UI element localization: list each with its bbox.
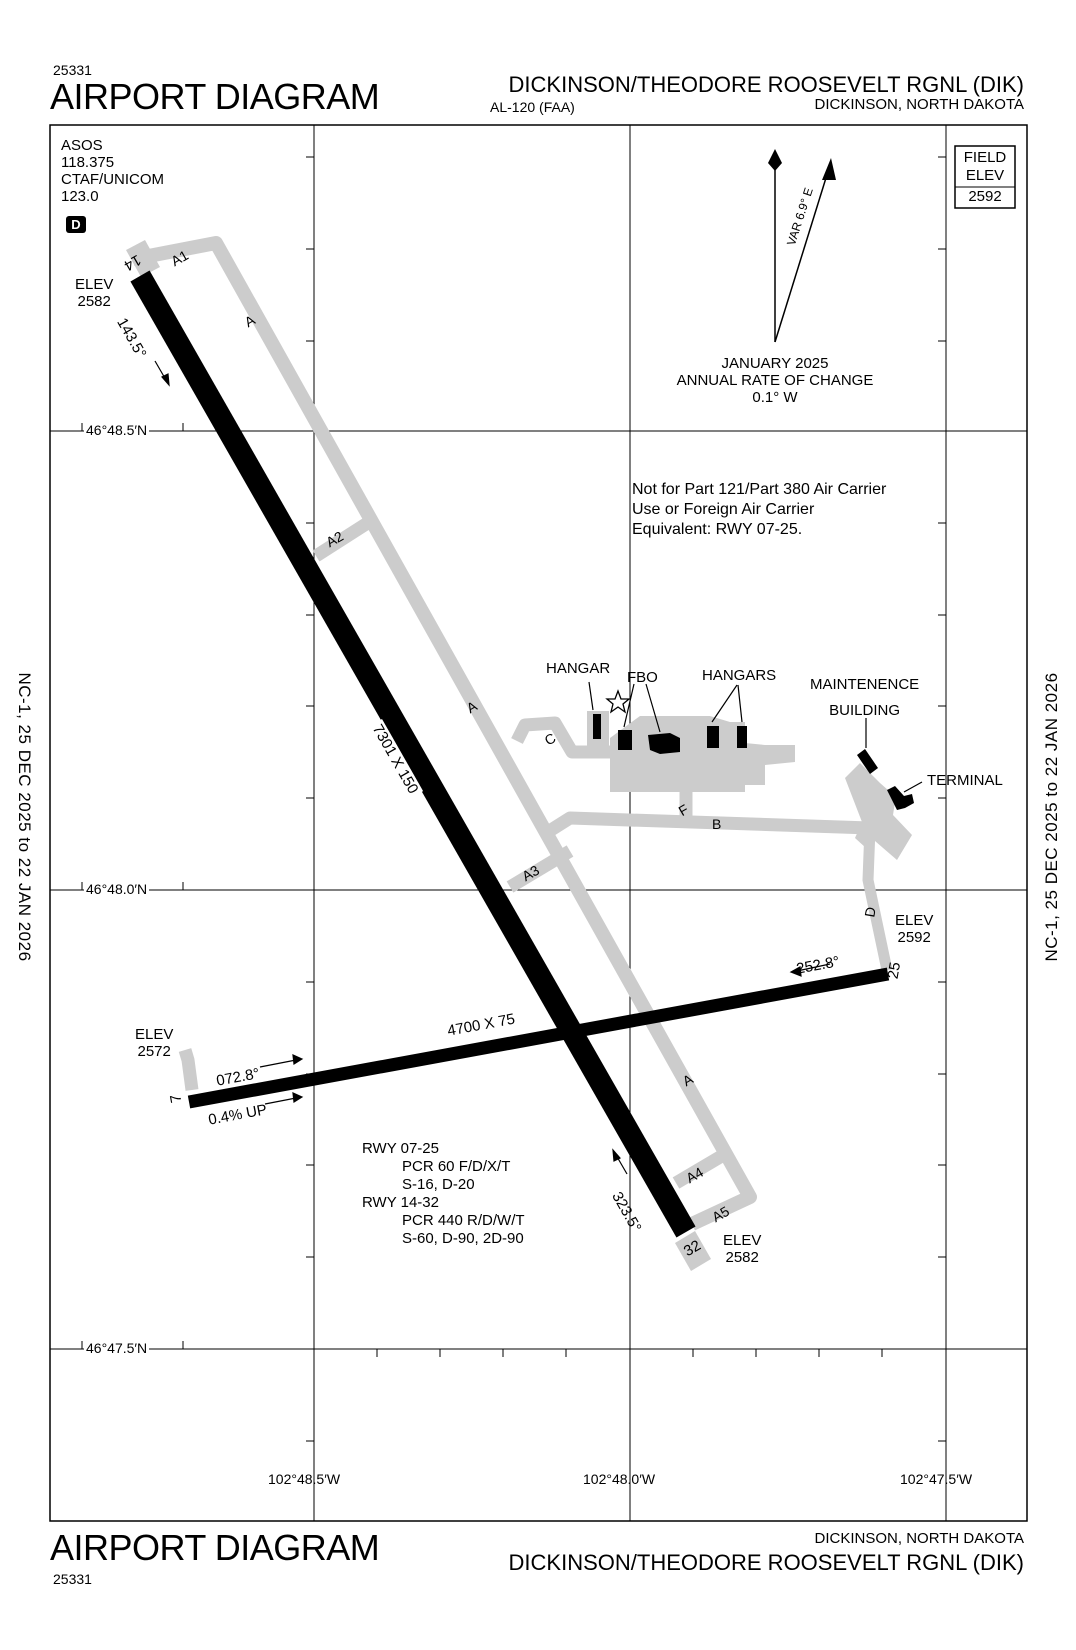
runway-14-32: [130, 270, 696, 1238]
airport-name-bottom: DICKINSON/THEODORE ROOSEVELT RGNL (DIK): [508, 1550, 1024, 1575]
elev-25: ELEV 2592: [895, 912, 933, 946]
fbo-apron: [610, 716, 795, 792]
city-state-bottom: DICKINSON, NORTH DAKOTA: [814, 1530, 1024, 1547]
maintenance-building: [857, 749, 878, 774]
leader-lines: [588, 681, 923, 793]
elev-32-label: ELEV: [723, 1232, 762, 1249]
elev-7-value: 2572: [137, 1043, 171, 1060]
elev-14-value: 2582: [77, 293, 111, 310]
pcr-block: RWY 07-25 PCR 60 F/D/X/T S-16, D-20 RWY …: [362, 1140, 525, 1248]
longitude-1: 102°48.5′W: [268, 1471, 341, 1487]
latitude-2: 46°48.0′N: [84, 881, 150, 897]
fbo-label: FBO: [627, 669, 658, 686]
ctaf-frequency: 123.0: [61, 188, 99, 205]
maintenance-label: MAINTENENCE BUILDING: [810, 672, 919, 724]
airspace-class-badge: D: [66, 216, 86, 233]
field-elev-box: [954, 145, 1016, 209]
terminal-apron: [845, 763, 912, 860]
taxiway-b: [547, 811, 871, 836]
latitude-1: 46°48.5′N: [84, 422, 150, 438]
hangar-building-3: [737, 726, 747, 748]
longitude-3: 102°47.5′W: [900, 1471, 973, 1487]
buildings: [593, 714, 914, 810]
beacon-star-icon: [605, 689, 631, 714]
field-elev-value: 2592: [968, 188, 1002, 205]
taxiway-a2: [312, 518, 370, 562]
pad-14: [126, 240, 160, 277]
runway-end-pads: [126, 240, 711, 1271]
north-arrow: [768, 149, 836, 343]
pcr-rwy-14-32-value: PCR 440 R/D/W/T: [402, 1212, 525, 1229]
elev-7: ELEV 2572: [135, 1026, 173, 1060]
pcr-rwy-14-32-gear: S-60, D-90, 2D-90: [402, 1230, 524, 1247]
mag-rate-block: JANUARY 2025 ANNUAL RATE OF CHANGE 0.1° …: [660, 355, 890, 406]
elev-32: ELEV 2582: [723, 1232, 761, 1266]
taxiway-a4: [672, 1151, 724, 1189]
heading-arrows: [154, 360, 831, 1175]
field-elev-line1: FIELD: [963, 149, 1007, 166]
asos-label: ASOS: [61, 137, 103, 154]
comms-block: ASOS 118.375 CTAF/UNICOM 123.0: [61, 137, 164, 205]
taxiway-a: [131, 236, 757, 1231]
field-elev-labels: FIELD ELEV: [955, 149, 1015, 185]
mag-date: JANUARY 2025: [721, 355, 829, 372]
label-backgrounds: [428, 727, 486, 807]
taxiway-a3: [506, 845, 574, 893]
asos-frequency: 118.375: [61, 154, 115, 171]
chart-number-top: 25331: [53, 62, 92, 78]
true-north-icon: [768, 149, 782, 171]
elev-14-label: ELEV: [75, 276, 114, 293]
chart-number-bottom: 25331: [53, 1571, 92, 1587]
aprons: [587, 711, 912, 860]
ctaf-label: CTAF/UNICOM: [61, 171, 165, 188]
terminal-building: [887, 786, 914, 810]
elev-14: ELEV 2582: [75, 276, 113, 310]
hangar-building-2: [707, 726, 719, 748]
taxiway-d: [862, 827, 893, 972]
pcr-rwy-14-32: RWY 14-32: [362, 1194, 439, 1211]
grid-ticks: [81, 156, 946, 1442]
taxiway-stub-7: [178, 1048, 199, 1091]
hangar-building: [593, 714, 601, 739]
elev-7-label: ELEV: [135, 1026, 174, 1043]
field-elev-line2: ELEV: [965, 167, 1005, 184]
elev-25-label: ELEV: [895, 912, 934, 929]
elev-32-value: 2582: [725, 1249, 759, 1266]
notice-line3: Equivalent: RWY 07-25.: [632, 521, 803, 538]
city-state-top: DICKINSON, NORTH DAKOTA: [814, 96, 1024, 113]
pad-32: [675, 1231, 711, 1271]
runways: [130, 270, 890, 1238]
pcr-rwy-07-25-value: PCR 60 F/D/X/T: [402, 1158, 511, 1175]
airport-name-top: DICKINSON/THEODORE ROOSEVELT RGNL (DIK): [508, 72, 1024, 97]
notice-block: Not for Part 121/Part 380 Air Carrier Us…: [632, 480, 886, 540]
notice-line2: Use or Foreign Air Carrier: [632, 501, 815, 518]
runway-25-label: 25: [884, 960, 905, 981]
terminal-label: TERMINAL: [927, 772, 1003, 789]
maintenance-label-2: BUILDING: [829, 702, 901, 719]
chart-code: AL-120 (FAA): [490, 99, 575, 115]
elev-25-value: 2592: [897, 929, 931, 946]
taxiway-b-label: B: [712, 816, 722, 832]
runway-07-25: [187, 967, 890, 1109]
hangar-label: HANGAR: [546, 660, 611, 677]
chart-title-bottom: AIRPORT DIAGRAM: [50, 1527, 380, 1568]
fbo-building-1: [618, 730, 632, 750]
notice-line1: Not for Part 121/Part 380 Air Carrier: [632, 481, 887, 498]
pcr-rwy-07-25-gear: S-16, D-20: [402, 1176, 475, 1193]
grid-lines: [50, 125, 1027, 1521]
maintenance-label-1: MAINTENENCE: [810, 676, 920, 693]
fbo-building-2: [648, 733, 680, 754]
chart-title-top: AIRPORT DIAGRAM: [50, 76, 380, 117]
hangars-label: HANGARS: [702, 667, 777, 684]
magnetic-north-icon: [822, 158, 836, 180]
longitude-2: 102°48.0′W: [583, 1471, 656, 1487]
latitude-3: 46°47.5′N: [84, 1340, 150, 1356]
mag-rate-label: ANNUAL RATE OF CHANGE: [676, 372, 874, 389]
diagram-frame: [49, 124, 1028, 1522]
mag-rate: 0.1° W: [752, 389, 798, 406]
pcr-rwy-07-25: RWY 07-25: [362, 1140, 439, 1157]
